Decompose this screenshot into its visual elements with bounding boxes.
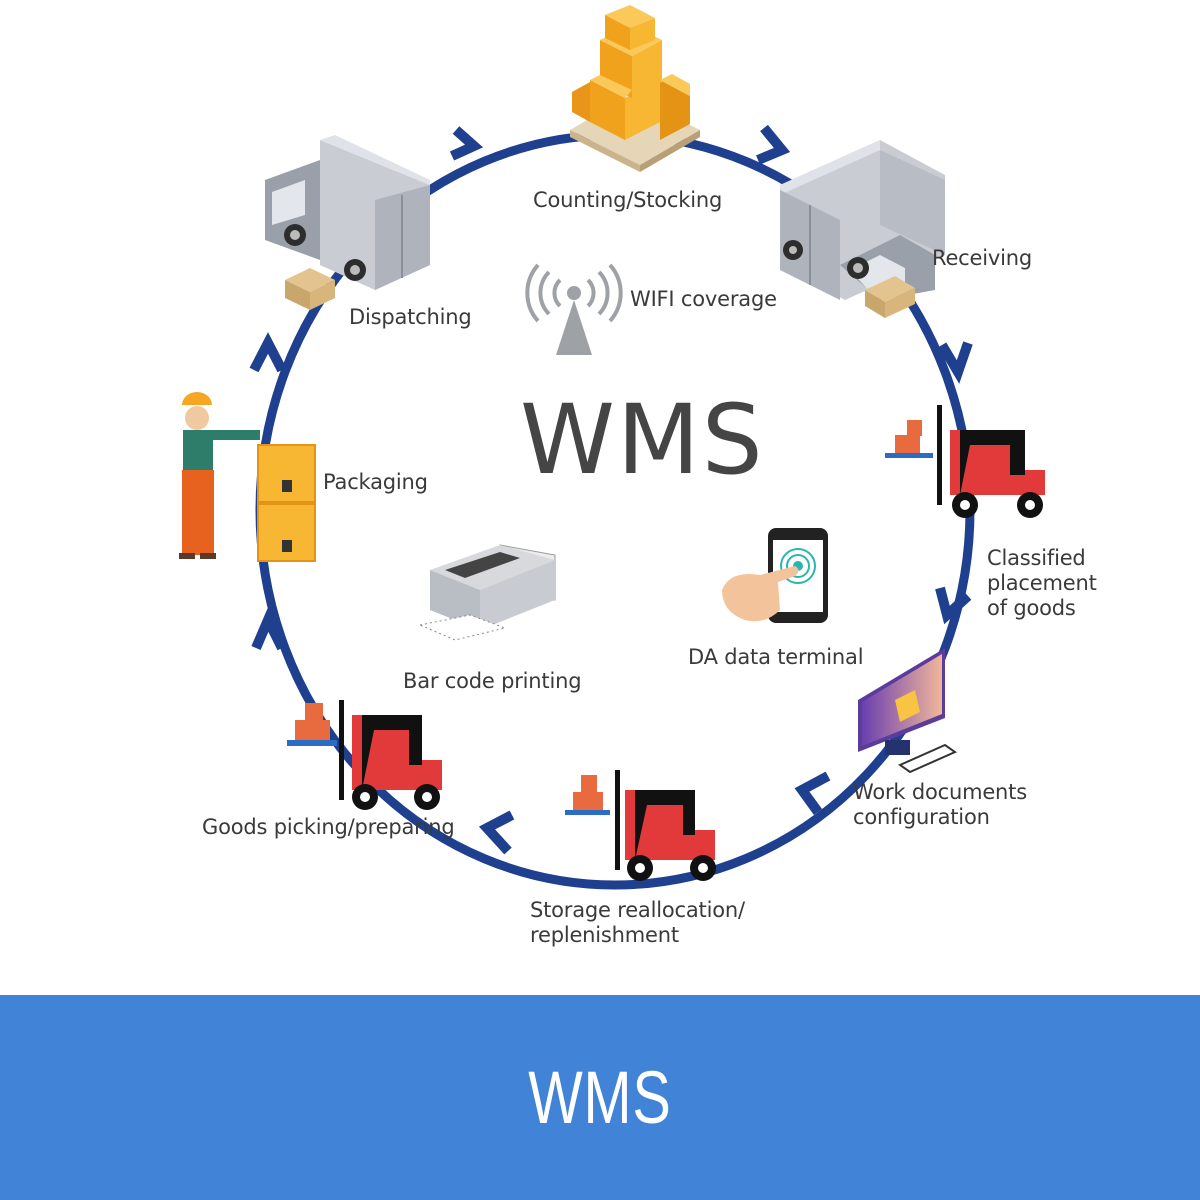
feature-label-barcode: Bar code printing <box>403 669 582 694</box>
forklift-icon <box>885 405 1045 518</box>
footer-banner: WMS <box>0 995 1200 1200</box>
arrow-chevron-icon <box>449 126 484 161</box>
label-line: of goods <box>987 596 1076 620</box>
stacked-boxes-pallet-icon <box>570 5 700 172</box>
arrow-chevron-icon <box>478 810 515 855</box>
label-line: Dispatching <box>349 305 472 329</box>
step-label-classified: Classified placement of goods <box>987 546 1097 621</box>
label-line: Storage reallocation/ <box>530 898 745 922</box>
step-label-dispatching: Dispatching <box>349 305 472 330</box>
label-line: Work documents <box>853 780 1027 804</box>
step-label-counting: Counting/Stocking <box>533 188 722 213</box>
label-line: Classified <box>987 546 1086 570</box>
label-line: Bar code printing <box>403 669 582 693</box>
forklift-icon <box>287 700 442 810</box>
label-line: Goods picking/preparing <box>202 815 455 839</box>
step-label-packaging: Packaging <box>323 470 428 495</box>
step-label-work-docs: Work documents configuration <box>853 780 1027 830</box>
arrow-chevron-icon <box>249 332 287 373</box>
forklift-icon <box>565 770 716 881</box>
label-line: Counting/Stocking <box>533 188 723 212</box>
step-label-storage: Storage reallocation/ replenishment <box>530 898 745 948</box>
computer-monitor-icon <box>858 648 958 774</box>
label-line: DA data terminal <box>688 645 864 669</box>
feature-label-wifi: WIFI coverage <box>630 287 777 312</box>
feature-label-terminal: DA data terminal <box>688 645 864 670</box>
delivery-truck-icon <box>780 140 945 318</box>
smartphone-touch-icon <box>722 528 828 623</box>
step-label-picking: Goods picking/preparing <box>202 815 455 840</box>
step-label-receiving: Receiving <box>932 246 1032 271</box>
label-line: replenishment <box>530 923 679 947</box>
wifi-antenna-icon <box>525 263 623 355</box>
footer-title: WMS <box>528 1056 672 1139</box>
label-line: placement <box>987 571 1097 595</box>
arrow-chevron-icon <box>251 608 287 651</box>
label-line: Receiving <box>932 246 1032 270</box>
cycle-graphics <box>179 5 1045 890</box>
label-line: Packaging <box>323 470 428 494</box>
center-title: WMS <box>520 384 765 496</box>
worker-with-boxes-icon <box>179 392 316 562</box>
label-line: WIFI coverage <box>630 287 777 311</box>
arrow-chevron-icon <box>935 586 972 625</box>
arrow-chevron-icon <box>756 124 791 165</box>
wms-cycle-diagram: Counting/Stocking Receiving Classified p… <box>179 5 1097 948</box>
arrow-chevron-icon <box>794 771 831 815</box>
delivery-truck-icon <box>265 135 430 310</box>
arrow-chevron-icon <box>937 341 973 384</box>
label-line: configuration <box>853 805 990 829</box>
printer-icon <box>418 544 556 641</box>
